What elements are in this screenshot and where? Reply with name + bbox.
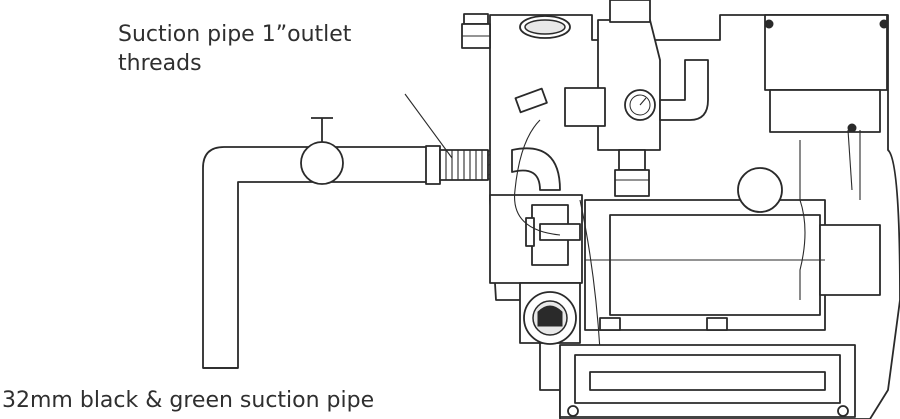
suction-pipe-label: 32mm black & green suction pipe [2, 388, 375, 413]
suction-pipe [202, 146, 429, 369]
outlet-threads-label: Suction pipe 1”outlet threads [118, 22, 352, 76]
pump-housing [461, 0, 900, 419]
ball-valve [300, 117, 344, 185]
leader-line [404, 93, 453, 159]
